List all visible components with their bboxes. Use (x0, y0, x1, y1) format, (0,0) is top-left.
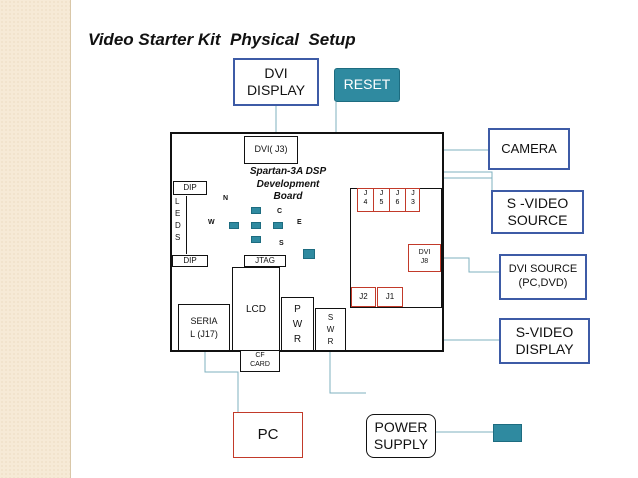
dvi-display-box: DVI DISPLAY (233, 58, 319, 106)
power-supply-label: POWER SUPPLY (373, 418, 429, 453)
nav-s-label: S (279, 240, 284, 247)
dvi-display-label: DVI DISPLAY (246, 64, 306, 99)
serial-label: SERIA L (J17) (190, 315, 218, 339)
connector-j2: J2 (351, 287, 376, 307)
dvi-j8-label: DVI J8 (418, 249, 431, 265)
nav-c-label: C (277, 208, 283, 215)
jtag-connector: JTAG (244, 255, 286, 267)
dvi-source-box: DVI SOURCE (PC,DVD) (499, 254, 587, 300)
sidebar-divider (70, 0, 71, 478)
nav-button-n[interactable] (251, 207, 261, 214)
dvi-source-label: DVI SOURCE (PC,DVD) (508, 263, 578, 289)
nav-w-label: W (208, 219, 215, 226)
dvi-source-wire (441, 257, 500, 273)
swr-label: S W R (326, 312, 335, 346)
dip-switch-top: DIP (173, 181, 207, 195)
svideo-source-box: S -VIDEO SOURCE (491, 190, 584, 234)
page-title: Video Starter Kit Physical Setup (88, 30, 356, 49)
pc-label: PC (257, 425, 279, 443)
dvi-j3-label: DVI( J3) (254, 144, 288, 155)
nav-button-c[interactable] (251, 222, 261, 229)
jtag-label: JTAG (255, 256, 275, 265)
cf-card-slot: CF CARD (240, 350, 280, 372)
nav-button-s[interactable] (251, 236, 261, 243)
connector-j5: J 5 (374, 189, 390, 211)
nav-button-w[interactable] (229, 222, 239, 229)
power-supply-box: POWER SUPPLY (366, 414, 436, 458)
pc-box: PC (233, 412, 303, 458)
board-name: Spartan-3A DSP Development Board (249, 166, 327, 202)
dvi-j3-connector: DVI( J3) (244, 136, 298, 164)
video-connector-group: J 4 J 5 J 6 J 3 (357, 188, 420, 212)
lcd-label: LCD (245, 304, 266, 315)
nav-n-label: N (223, 195, 229, 202)
connector-j6: J 6 (390, 189, 406, 211)
serial-port-j17: SERIA L (J17) (178, 304, 230, 351)
lcd-display: LCD (232, 267, 280, 351)
power-plug (493, 424, 522, 442)
svideo-display-label: S-VIDEO DISPLAY (515, 323, 574, 358)
pwr-label: P W R (292, 303, 303, 345)
dip-switch-bottom: DIP (172, 255, 208, 267)
reset-button[interactable]: RESET (334, 68, 400, 102)
power-supply-wire (329, 351, 366, 394)
board-reset-button[interactable] (303, 249, 315, 259)
j1-label: J1 (385, 292, 395, 301)
connector-j3: J 3 (406, 189, 419, 211)
svideo-source-label: S -VIDEO SOURCE (506, 194, 569, 229)
j5-label: J 5 (379, 190, 384, 206)
svideo-display-box: S-VIDEO DISPLAY (499, 318, 590, 364)
cf-card-label: CF CARD (250, 352, 270, 368)
dip-bottom-label: DIP (183, 256, 197, 265)
camera-box: CAMERA (488, 128, 570, 170)
nav-button-e[interactable] (273, 222, 283, 229)
reset-label: RESET (343, 76, 391, 93)
connector-j1: J1 (377, 287, 403, 307)
decorative-sidebar (0, 0, 70, 478)
j3-label: J 3 (411, 190, 415, 206)
pc-wire (204, 351, 239, 412)
led-column: L E D S (173, 196, 187, 254)
dvi-j8-connector: DVI J8 (408, 244, 441, 272)
camera-label: CAMERA (501, 140, 557, 156)
j4-label: J 4 (363, 190, 368, 206)
connector-j4: J 4 (358, 189, 374, 211)
leds-label: L E D S (175, 197, 181, 242)
dip-top-label: DIP (183, 183, 197, 192)
j2-label: J2 (359, 292, 368, 301)
nav-e-label: E (297, 219, 302, 226)
j6-label: J 6 (395, 190, 400, 206)
power-connector: P W R (281, 297, 314, 351)
power-switch: S W R (315, 308, 346, 351)
